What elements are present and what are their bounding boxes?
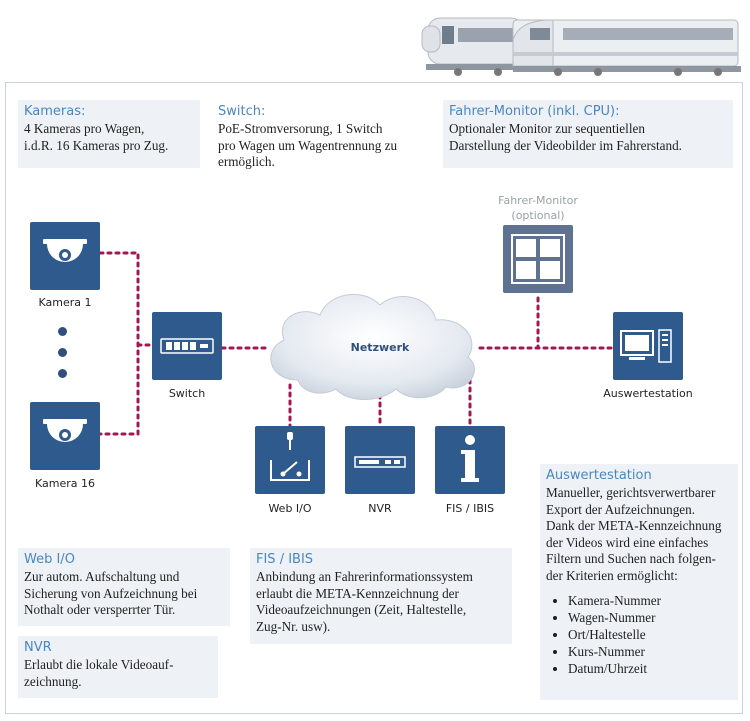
info-webio-title: Web I/O: [24, 552, 75, 567]
switch-node: [152, 312, 222, 380]
info-switch-text: PoE-Stromversorung, 1 Switch pro Wagen u…: [218, 121, 398, 169]
info-fis-title: FIS / IBIS: [256, 552, 314, 567]
kamera1-label: Kamera 1: [38, 296, 92, 309]
fis-label: FIS / IBIS: [445, 502, 495, 515]
info-fahrer-monitor: Fahrer-Monitor (inkl. CPU): Optionaler M…: [443, 100, 733, 168]
dome-camera-icon: [43, 419, 87, 442]
video-recorder-icon: [354, 456, 406, 468]
dome-camera-icon: [43, 239, 87, 262]
workstation-icon: [620, 329, 672, 363]
info-nvr-text: Erlaubt die lokale Videoauf- zeichnung.: [24, 657, 174, 689]
criteria-item: Kamera-Nummer: [568, 592, 732, 609]
diagram-frame: [5, 82, 743, 714]
relay-switch-icon: [270, 432, 310, 481]
webio-node: [255, 426, 325, 494]
info-fis: FIS / IBIS Anbindung an Fahrerinformatio…: [250, 548, 512, 644]
kamera1-node: [30, 222, 100, 290]
quad-view-monitor-icon: [511, 234, 565, 284]
info-fahrer-text: Optionaler Monitor zur sequentiellen Dar…: [449, 121, 682, 153]
info-kameras-title: Kameras:: [24, 104, 86, 119]
netzwerk-cloud: [270, 293, 475, 400]
kamera16-label: Kamera 16: [34, 477, 95, 490]
criteria-item: Wagen-Nummer: [568, 609, 732, 626]
fis-node: [435, 426, 505, 494]
kamera16-node: [30, 402, 100, 470]
criteria-item: Datum/Uhrzeit: [568, 660, 732, 677]
criteria-item: Kurs-Nummer: [568, 643, 732, 660]
info-nvr: NVR Erlaubt die lokale Videoauf- zeichnu…: [18, 636, 218, 698]
switch-label: Switch: [168, 387, 206, 400]
ellipsis-dot: [58, 348, 67, 357]
webio-label: Web I/O: [268, 502, 312, 515]
auswertestation-label: Auswertestation: [603, 387, 693, 400]
train-illustration: [421, 17, 741, 76]
ellipsis-dot: [58, 369, 67, 378]
info-nvr-title: NVR: [24, 640, 52, 655]
info-auswerte-title: Auswertestation: [546, 468, 652, 483]
criteria-list: Kamera-Nummer Wagen-Nummer Ort/Haltestel…: [546, 592, 732, 677]
info-auswerte-text: Manueller, gerichtsverwertbarer Export d…: [546, 485, 722, 583]
link-kamera1-switch: [98, 251, 140, 436]
info-auswertestation: Auswertestation Manueller, gerichtsverwe…: [540, 464, 738, 700]
ellipsis-dot: [58, 327, 67, 336]
netzwerk-label: Netzwerk: [350, 341, 410, 354]
info-kameras-text: 4 Kameras pro Wagen, i.d.R. 16 Kameras p…: [24, 121, 169, 153]
nvr-node: [345, 426, 415, 494]
info-fis-text: Anbindung an Fahrerinformationssystem er…: [256, 569, 473, 634]
info-switch-title: Switch:: [218, 104, 266, 119]
fahrer-optional-label: (optional): [511, 209, 565, 222]
info-switch: Switch: PoE-Stromversorung, 1 Switch pro…: [212, 100, 432, 170]
fahrer-monitor-node: [503, 225, 573, 293]
auswertestation-node: [613, 312, 683, 380]
info-webio-text: Zur autom. Aufschaltung und Sicherung vo…: [24, 569, 198, 617]
criteria-item: Ort/Haltestelle: [568, 626, 732, 643]
info-webio: Web I/O Zur autom. Aufschaltung und Sich…: [18, 548, 230, 626]
info-kameras: Kameras: 4 Kameras pro Wagen, i.d.R. 16 …: [18, 100, 200, 168]
fahrer-monitor-label: Fahrer-Monitor: [498, 194, 578, 207]
network-switch-icon: [160, 338, 214, 354]
info-icon: [461, 435, 479, 482]
info-fahrer-title: Fahrer-Monitor (inkl. CPU):: [449, 104, 620, 119]
nvr-label: NVR: [368, 502, 392, 515]
